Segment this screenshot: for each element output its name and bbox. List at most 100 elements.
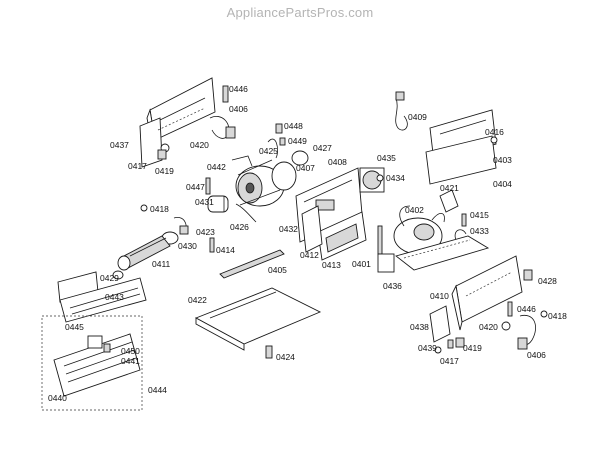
part-0415[interactable]	[461, 213, 467, 227]
part-0426[interactable]	[235, 203, 257, 223]
label-0411: 0411	[152, 259, 171, 269]
label-0428: 0428	[538, 276, 557, 286]
part-power-cord-0409[interactable]	[395, 91, 408, 131]
part-base-plate-0410[interactable]	[395, 235, 490, 271]
label-0415: 0415	[470, 210, 489, 220]
part-0433[interactable]	[454, 229, 467, 241]
part-0428[interactable]	[523, 269, 533, 281]
label-0437: 0437	[110, 140, 129, 150]
part-heater-0411[interactable]	[117, 235, 171, 271]
part-harness-0406b[interactable]	[517, 314, 536, 350]
part-0416[interactable]	[490, 136, 498, 144]
label-0420b: 0420	[479, 322, 498, 332]
label-0432: 0432	[279, 224, 298, 234]
label-0402: 0402	[405, 205, 424, 215]
label-0449: 0449	[288, 136, 307, 146]
part-0417b[interactable]	[447, 339, 454, 349]
label-0410: 0410	[430, 291, 449, 301]
label-0450: 0450	[121, 346, 140, 356]
label-0418a: 0418	[150, 204, 169, 214]
label-0418b: 0418	[548, 311, 567, 321]
part-0419b[interactable]	[455, 337, 465, 348]
watermark-text: AppliancePartsPros.com	[226, 5, 374, 20]
label-0435: 0435	[377, 153, 396, 163]
label-0420a: 0420	[190, 140, 209, 150]
part-sensor-clip-0446a[interactable]	[222, 85, 229, 103]
label-0429: 0429	[100, 273, 119, 283]
part-0445[interactable]	[87, 335, 103, 349]
label-0417b: 0417	[440, 356, 459, 366]
part-0447[interactable]	[205, 177, 211, 195]
part-0425[interactable]	[267, 138, 278, 159]
part-0414[interactable]	[209, 237, 215, 253]
label-0430: 0430	[178, 241, 197, 251]
label-0401: 0401	[352, 259, 371, 269]
label-0403: 0403	[493, 155, 512, 165]
part-0440-outline	[41, 315, 143, 411]
label-0434: 0434	[386, 173, 405, 183]
label-0445: 0445	[65, 322, 84, 332]
label-0417a: 0417	[128, 161, 147, 171]
part-0429[interactable]	[112, 270, 124, 280]
part-0412-0413[interactable]	[317, 211, 367, 261]
part-0418b[interactable]	[540, 310, 548, 318]
part-0439[interactable]	[434, 346, 442, 354]
label-0408: 0408	[328, 157, 347, 167]
label-0442: 0442	[207, 162, 226, 172]
label-0404: 0404	[493, 179, 512, 189]
part-0438[interactable]	[429, 305, 451, 343]
part-0401[interactable]	[377, 225, 383, 255]
part-0421[interactable]	[439, 189, 459, 213]
part-fan-0435[interactable]	[359, 167, 385, 193]
part-frame-0443[interactable]	[57, 271, 147, 323]
label-0446b: 0446	[517, 304, 536, 314]
label-0405: 0405	[268, 265, 287, 275]
label-0431: 0431	[195, 197, 214, 207]
label-0439: 0439	[418, 343, 437, 353]
part-0450-0441[interactable]	[103, 343, 111, 353]
label-0424: 0424	[276, 352, 295, 362]
label-0436: 0436	[383, 281, 402, 291]
part-capacitor-0431[interactable]	[207, 195, 229, 213]
part-fan-motor-0407[interactable]	[235, 159, 297, 207]
label-0433: 0433	[470, 226, 489, 236]
part-0418a[interactable]	[140, 204, 148, 212]
part-side-bracket-right[interactable]	[451, 255, 523, 331]
part-compressor-0402[interactable]	[393, 205, 445, 255]
label-0419b: 0419	[463, 343, 482, 353]
label-0416: 0416	[485, 127, 504, 137]
label-0407: 0407	[296, 163, 315, 173]
label-0426: 0426	[230, 222, 249, 232]
part-drip-tray-0422[interactable]	[194, 287, 322, 351]
part-grille-0444[interactable]	[53, 333, 141, 397]
part-0420b[interactable]	[501, 321, 511, 331]
part-0419a[interactable]	[157, 149, 167, 160]
part-0442[interactable]	[231, 155, 253, 167]
label-0427: 0427	[313, 143, 332, 153]
label-0423: 0423	[196, 227, 215, 237]
part-0432[interactable]	[301, 205, 323, 253]
part-0434[interactable]	[376, 174, 384, 182]
part-0424[interactable]	[265, 345, 273, 359]
label-0444: 0444	[148, 385, 167, 395]
label-0438: 0438	[410, 322, 429, 332]
label-0413: 0413	[322, 260, 341, 270]
part-relay-0436[interactable]	[377, 253, 395, 273]
label-0447: 0447	[186, 182, 205, 192]
label-0412: 0412	[300, 250, 319, 260]
part-panel-0404[interactable]	[425, 135, 497, 185]
label-0409: 0409	[408, 112, 427, 122]
label-0422: 0422	[188, 295, 207, 305]
part-0427[interactable]	[291, 150, 309, 166]
part-0446b[interactable]	[507, 301, 513, 317]
part-0423[interactable]	[173, 216, 189, 235]
part-0448-0449[interactable]	[275, 123, 286, 146]
part-harness-0406a[interactable]	[209, 116, 236, 139]
label-0414: 0414	[216, 245, 235, 255]
part-bracket-left[interactable]	[139, 77, 216, 168]
part-strip-0405[interactable]	[219, 249, 285, 279]
label-0441: 0441	[121, 356, 140, 366]
label-0440: 0440	[48, 393, 67, 403]
